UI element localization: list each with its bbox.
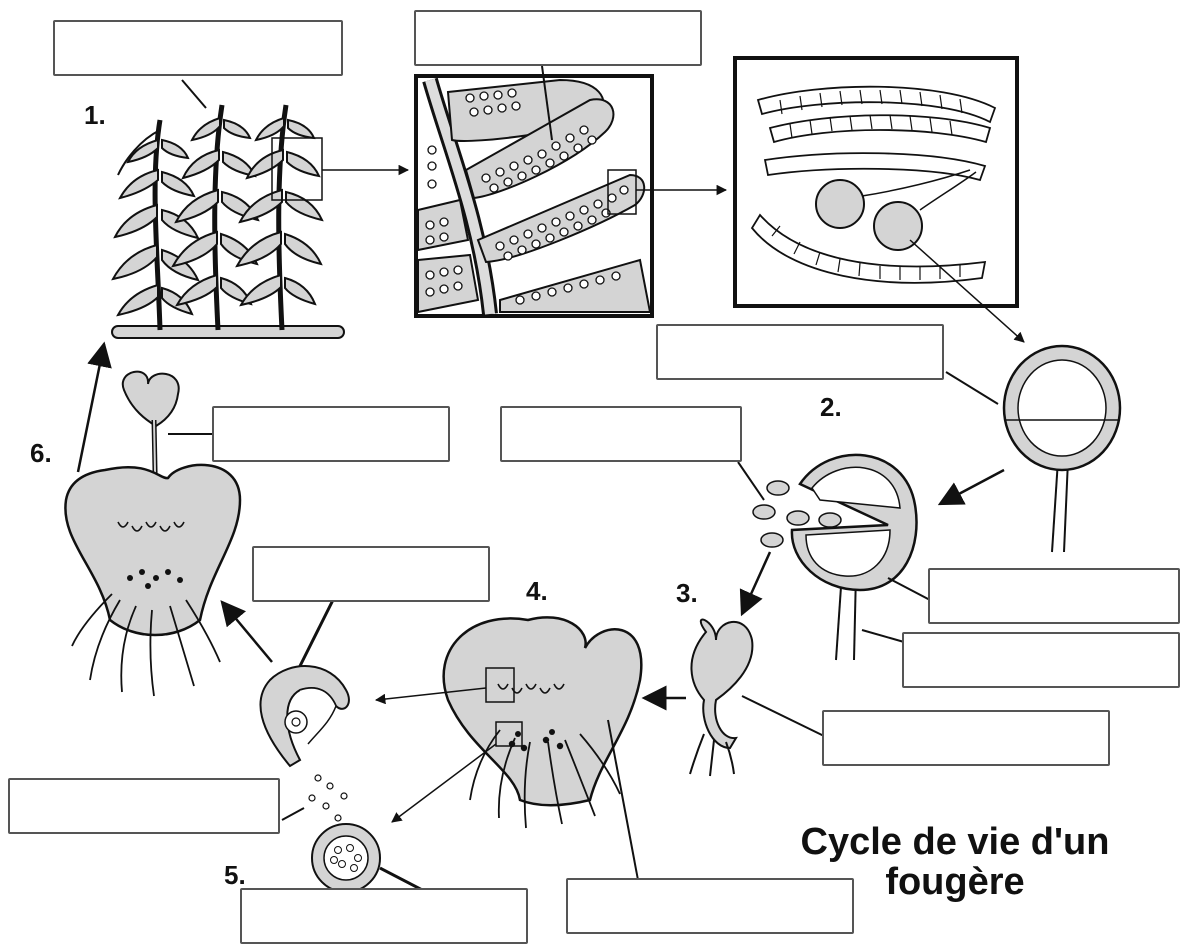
arrow-to-fern	[78, 344, 104, 472]
leader-line-sperm	[282, 808, 304, 820]
arrow-to-young-sporophyte	[222, 602, 272, 662]
label-box-spores[interactable]	[500, 406, 742, 462]
label-box-archegonium[interactable]	[240, 888, 528, 944]
diagram-title: Cycle de vie d'un fougère	[760, 822, 1150, 902]
pinna-closeup	[416, 76, 652, 316]
leader-line-sporangium	[946, 372, 998, 404]
label-box-young-sporophyte[interactable]	[212, 406, 450, 462]
step-number-3: 3.	[676, 578, 698, 609]
label-box-sori[interactable]	[414, 10, 702, 66]
leader-line-antheridium	[300, 598, 334, 666]
arrow-to-open-sporangium	[940, 470, 1004, 504]
label-box-germinating-spore[interactable]	[822, 710, 1110, 766]
fern-plant	[112, 105, 344, 338]
leader-line-prothallus	[608, 720, 638, 880]
step-number-6: 6.	[30, 438, 52, 469]
sorus-section	[735, 58, 1017, 306]
leader-line-germination	[742, 696, 824, 736]
leader-line-stalk	[862, 630, 904, 642]
arrow-to-archegonium	[392, 744, 496, 822]
step-number-4: 4.	[526, 576, 548, 607]
leader-line-spores	[738, 462, 764, 500]
arrow-to-germination	[742, 552, 770, 614]
archegonium	[312, 824, 380, 892]
label-box-sporangium[interactable]	[656, 324, 944, 380]
germinating-spore	[690, 620, 752, 776]
step-number-1: 1.	[84, 100, 106, 131]
title-line-2: fougère	[760, 862, 1150, 902]
label-box-fern-plant[interactable]	[53, 20, 343, 76]
label-box-sporangium-stalk[interactable]	[902, 632, 1180, 688]
leader-line-wall	[888, 578, 930, 600]
sporangium-open	[753, 455, 917, 660]
title-line-1: Cycle de vie d'un	[760, 822, 1150, 862]
prothallus	[444, 617, 642, 828]
label-box-antheridium[interactable]	[252, 546, 490, 602]
sporangium-closed	[1004, 346, 1120, 552]
label-box-sperm[interactable]	[8, 778, 280, 834]
leader-line-fern	[182, 80, 206, 108]
step-number-2: 2.	[820, 392, 842, 423]
step-number-5: 5.	[224, 860, 246, 891]
label-box-sporangium-wall[interactable]	[928, 568, 1180, 624]
